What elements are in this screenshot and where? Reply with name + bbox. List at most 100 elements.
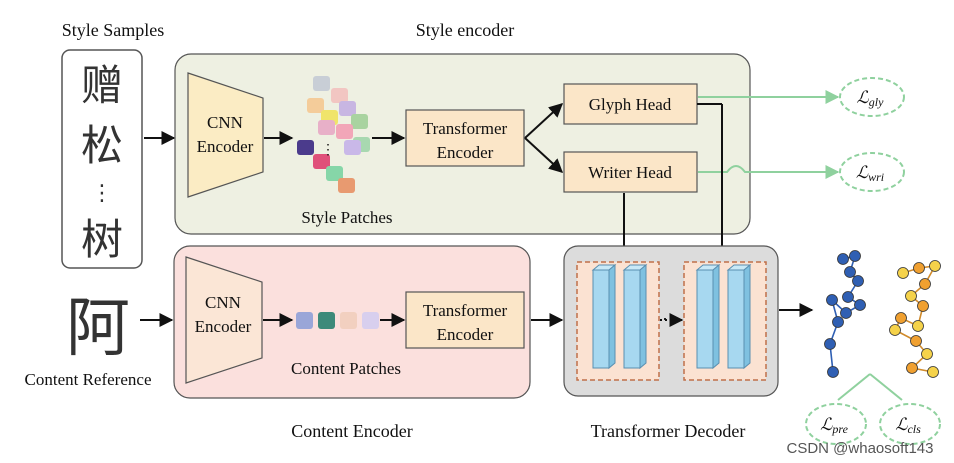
style-patch: [351, 114, 368, 129]
style-patch: [313, 76, 330, 91]
style-samples-box: [61, 49, 143, 269]
trajectory-point: [827, 366, 839, 378]
loss-cls-label: ℒcls: [895, 415, 921, 436]
style-patch-ellipsis: ⋮: [321, 143, 335, 158]
loss-gly-ellipse: [839, 77, 905, 117]
connector-to-loss-cls: [869, 373, 903, 401]
arrow-to-glyph-head: [524, 103, 564, 139]
trajectory-point: [824, 338, 836, 350]
trajectory-point: [854, 299, 866, 311]
decoder-bar: [727, 269, 745, 369]
decoder-bar-side: [712, 263, 720, 370]
loss-wri-ellipse: [839, 152, 905, 192]
decoder-bars: [591, 263, 752, 370]
trajectory-point: [895, 312, 907, 324]
style-cnn-label-line1: CNN: [207, 113, 243, 132]
trajectory-point: [897, 267, 909, 279]
content-reference-label: Content Reference: [25, 370, 152, 389]
style-patch: [297, 140, 314, 155]
style-patch: [326, 166, 343, 181]
trajectory-point: [840, 307, 852, 319]
trajectory-point: [844, 266, 856, 278]
trajectory-point: [832, 316, 844, 328]
style-patch: [307, 98, 324, 113]
style-transformer-label-line1: Transformer: [423, 119, 508, 138]
style-patch: [338, 178, 355, 193]
style-patch: [344, 140, 361, 155]
output-trajectory-blue: [824, 250, 866, 378]
decoder-bar-side: [743, 263, 751, 370]
output-trajectory-orange: [889, 260, 941, 378]
decoder-ellipsis: ⋯: [662, 309, 680, 329]
decoder-bar-side: [608, 263, 616, 370]
content-transformer-encoder-block: [405, 291, 525, 349]
trajectory-point: [852, 275, 864, 287]
style-sample-char-1: 赠: [81, 61, 123, 110]
trajectory-point: [917, 300, 929, 312]
trajectory-point: [912, 320, 924, 332]
style-samples-title: Style Samples: [62, 20, 165, 40]
content-transformer-label-line1: Transformer: [423, 301, 508, 320]
content-cnn-encoder-block: [185, 256, 263, 384]
glyph-head-label: Glyph Head: [589, 95, 672, 114]
style-patch: [331, 88, 348, 103]
trajectory-point: [927, 366, 939, 378]
decoder-layer-group-1: [576, 261, 660, 381]
connector-to-loss-pre: [837, 373, 871, 401]
content-transformer-label-line2: Encoder: [437, 325, 494, 344]
trajectory-point: [929, 260, 941, 272]
style-sample-char-3: 树: [81, 215, 123, 264]
content-cnn-label-line2: Encoder: [195, 317, 252, 336]
style-patch: [336, 124, 353, 139]
trajectory-point: [919, 278, 931, 290]
style-transformer-label-line2: Encoder: [437, 143, 494, 162]
trajectory-point: [913, 262, 925, 274]
style-patch: [318, 120, 335, 135]
trajectory-point: [826, 294, 838, 306]
trajectory-point: [849, 250, 861, 262]
content-encoder-title: Content Encoder: [291, 421, 412, 441]
content-patch: [340, 312, 357, 329]
style-patch: [339, 101, 356, 116]
style-transformer-encoder-block: [405, 109, 525, 167]
content-patch: [318, 312, 335, 329]
decoder-layer-group-2: [683, 261, 767, 381]
loss-pre-ellipse: [805, 403, 867, 445]
decoder-bar-side: [639, 263, 647, 370]
loss-wri-label: ℒwri: [856, 163, 884, 184]
trajectory-point: [889, 324, 901, 336]
watermark-text: CSDN @whaosoft143: [787, 440, 934, 457]
trajectory-point: [905, 290, 917, 302]
decoder-bar: [696, 269, 714, 369]
style-cnn-label-line2: Encoder: [197, 137, 254, 156]
content-patch: [296, 312, 313, 329]
decoder-bar: [623, 269, 641, 369]
loss-pre-label: ℒpre: [820, 415, 848, 436]
content-patch: [362, 312, 379, 329]
trajectory-point: [837, 253, 849, 265]
content-patches-label: Content Patches: [291, 359, 401, 378]
style-cnn-encoder-block: [187, 72, 264, 198]
arrow-to-writer-head: [524, 137, 564, 173]
loss-cls-ellipse: [879, 403, 941, 445]
content-reference-char: 阿: [66, 292, 130, 366]
style-patches-label: Style Patches: [301, 208, 392, 227]
trajectory-point: [906, 362, 918, 374]
style-patch: [313, 154, 330, 169]
style-patches-cluster: [297, 76, 370, 193]
writer-head-block: [563, 151, 698, 193]
style-sample-char-2: 松: [81, 121, 123, 170]
writer-head-label: Writer Head: [588, 163, 672, 182]
decoder-bar: [592, 269, 610, 369]
content-patches-row: [296, 312, 379, 329]
transformer-decoder-title: Transformer Decoder: [591, 421, 746, 441]
content-cnn-label-line1: CNN: [205, 293, 241, 312]
loss-gly-label: ℒgly: [857, 88, 885, 109]
arrow-writer-to-loss: [698, 165, 840, 179]
style-encoder-title: Style encoder: [416, 20, 514, 40]
trajectory-point: [921, 348, 933, 360]
style-sample-ellipsis: ⋮: [91, 181, 113, 206]
trajectory-point: [910, 335, 922, 347]
trajectory-point: [842, 291, 854, 303]
